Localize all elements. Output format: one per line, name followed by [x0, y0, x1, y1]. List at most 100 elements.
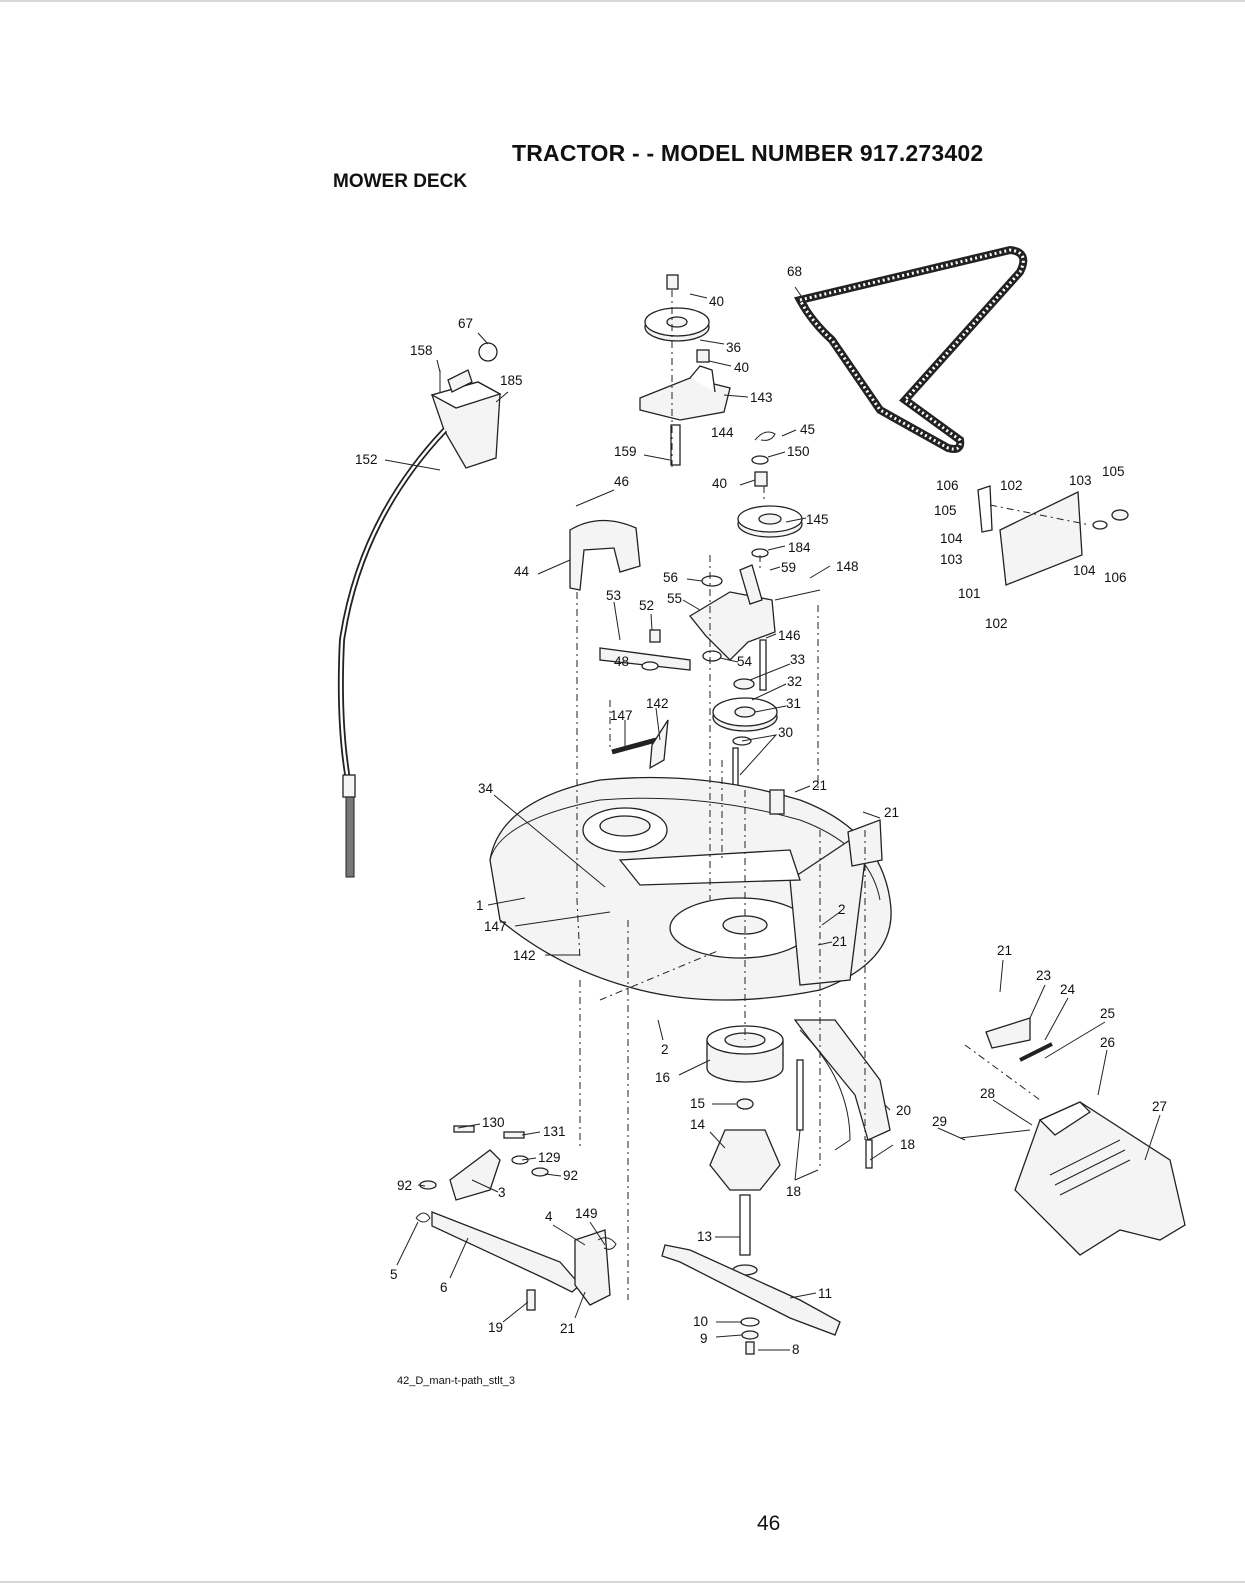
- side-rod: [611, 719, 669, 770]
- callout-40-top: 40: [709, 294, 724, 309]
- assembly-lines: [576, 290, 1091, 1300]
- callout-145: 145: [806, 512, 829, 527]
- callout-45: 45: [800, 422, 815, 437]
- drawing-id: 42_D_man-t-path_stlt_3: [397, 1375, 516, 1387]
- callout-142-upper: 142: [646, 696, 669, 711]
- callout-104-right: 104: [1073, 563, 1096, 578]
- callout-36: 36: [726, 340, 741, 355]
- callout-5: 5: [390, 1267, 398, 1282]
- spindle-pulley: [712, 678, 778, 789]
- belt-part: [793, 245, 1028, 453]
- callout-131: 131: [543, 1124, 566, 1139]
- callout-48: 48: [614, 654, 629, 669]
- callout-184: 184: [788, 540, 811, 555]
- callout-25: 25: [1100, 1006, 1115, 1021]
- lift-cable: [337, 427, 448, 878]
- deck-lift-bracket: [430, 342, 502, 469]
- callout-105-right: 105: [1102, 464, 1125, 479]
- callout-28: 28: [980, 1086, 995, 1101]
- mower-blade: [661, 1244, 841, 1355]
- rear-hanger: [793, 1019, 891, 1169]
- callout-30: 30: [778, 725, 793, 740]
- callout-27: 27: [1152, 1099, 1167, 1114]
- callout-158: 158: [410, 343, 433, 358]
- callout-103-left: 103: [940, 552, 963, 567]
- callout-146: 146: [778, 628, 801, 643]
- idler-link: [599, 629, 691, 671]
- callout-14: 14: [690, 1117, 706, 1132]
- callout-15: 15: [690, 1096, 705, 1111]
- callout-59: 59: [781, 560, 796, 575]
- callout-92-left: 92: [397, 1178, 412, 1193]
- callout-8: 8: [792, 1342, 800, 1357]
- spindle-assembly: [706, 1025, 784, 1276]
- callout-68: 68: [787, 264, 802, 279]
- callout-54: 54: [737, 654, 753, 669]
- callout-34: 34: [478, 781, 494, 796]
- callout-104-left: 104: [940, 531, 963, 546]
- callout-11: 11: [818, 1286, 832, 1301]
- callout-102-top: 102: [1000, 478, 1023, 493]
- mower-deck-housing: [489, 776, 892, 1001]
- callout-52: 52: [639, 598, 654, 613]
- callout-149: 149: [575, 1206, 598, 1221]
- callout-103-right: 103: [1069, 473, 1092, 488]
- callout-67: 67: [458, 316, 473, 331]
- callout-16: 16: [655, 1070, 670, 1085]
- callout-46: 46: [614, 474, 629, 489]
- front-hanger-assembly: [415, 1125, 617, 1311]
- callout-44: 44: [514, 564, 530, 579]
- belt-guard: [569, 519, 641, 591]
- callout-159: 159: [614, 444, 637, 459]
- callout-152: 152: [355, 452, 378, 467]
- bottom-scan-rule: [0, 1581, 1245, 1583]
- callout-40-third: 40: [712, 476, 727, 491]
- callout-9: 9: [700, 1331, 708, 1346]
- callout-106-right: 106: [1104, 570, 1127, 585]
- callout-102-bottom: 102: [985, 616, 1008, 631]
- callout-33: 33: [790, 652, 805, 667]
- callout-2-right: 2: [838, 902, 846, 917]
- callout-23: 23: [1036, 968, 1051, 983]
- idler-arm: [689, 564, 821, 691]
- callout-32: 32: [787, 674, 802, 689]
- callout-18-left: 18: [786, 1184, 801, 1199]
- callout-144: 144: [711, 425, 734, 440]
- callout-148: 148: [836, 559, 859, 574]
- section-title: MOWER DECK: [333, 171, 468, 192]
- top-scan-rule: [0, 0, 1245, 2]
- callout-129: 129: [538, 1150, 561, 1165]
- mulch-plate: [977, 485, 1129, 586]
- callout-6: 6: [440, 1280, 448, 1295]
- callout-53: 53: [606, 588, 621, 603]
- callout-143: 143: [750, 390, 773, 405]
- callout-142-lower: 142: [513, 948, 536, 963]
- callout-1: 1: [476, 898, 484, 913]
- leader-lines: [384, 286, 1161, 1351]
- callout-21-e: 21: [560, 1321, 575, 1336]
- page-title: TRACTOR - - MODEL NUMBER 917.273402: [512, 140, 984, 166]
- callout-24: 24: [1060, 982, 1076, 997]
- callout-4: 4: [545, 1209, 553, 1224]
- callout-26: 26: [1100, 1035, 1115, 1050]
- callout-101: 101: [958, 586, 981, 601]
- page-number: 46: [757, 1512, 781, 1535]
- callout-105-left: 105: [934, 503, 957, 518]
- callout-40-second: 40: [734, 360, 749, 375]
- callout-29: 29: [932, 1114, 947, 1129]
- callout-31: 31: [786, 696, 801, 711]
- callout-3: 3: [498, 1185, 506, 1200]
- callout-2-lower: 2: [661, 1042, 669, 1057]
- callout-55: 55: [667, 591, 682, 606]
- callout-185: 185: [500, 373, 523, 388]
- callout-92-right: 92: [563, 1168, 578, 1183]
- callout-147-upper: 147: [610, 708, 633, 723]
- callout-21-a: 21: [812, 778, 827, 793]
- callout-130: 130: [482, 1115, 505, 1130]
- callout-19: 19: [488, 1320, 503, 1335]
- callout-21-b: 21: [884, 805, 899, 820]
- callout-147-lower: 147: [484, 919, 507, 934]
- callout-106-left: 106: [936, 478, 959, 493]
- callout-20: 20: [896, 1103, 911, 1118]
